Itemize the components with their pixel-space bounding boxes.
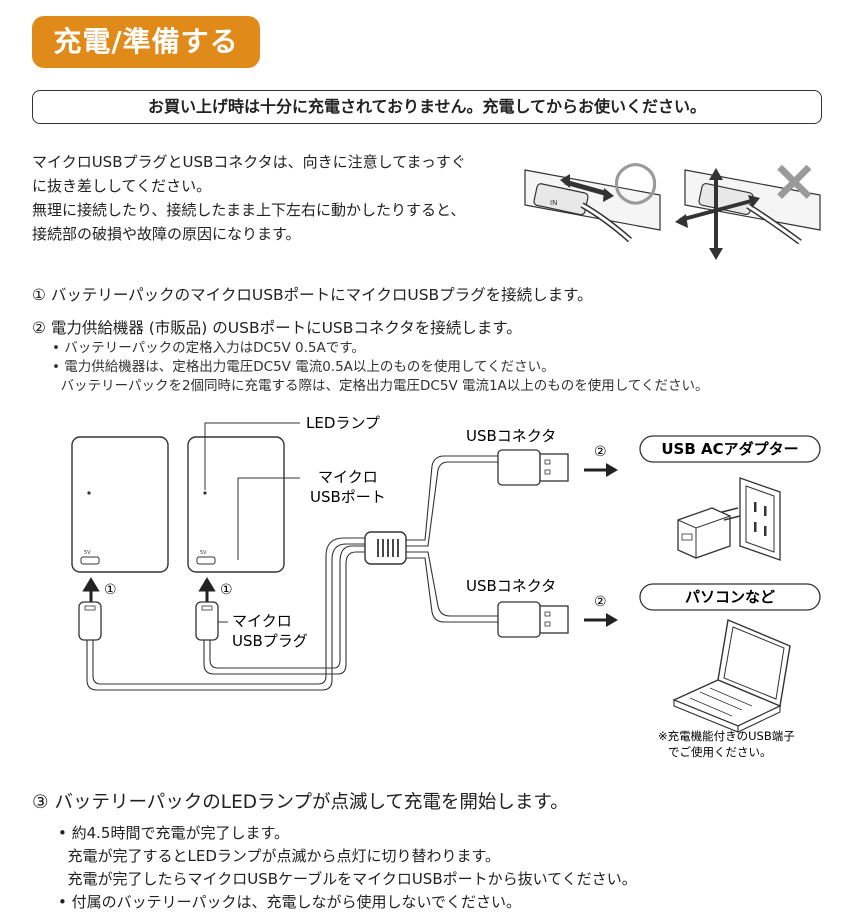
caution-text: マイクロUSBプラグとUSBコネクタは、向きに注意してまっすぐ に抜き差ししてく… xyxy=(32,150,522,246)
micro-usb-port xyxy=(196,556,216,565)
plug-direction-illustration: IN ○ × xyxy=(524,150,821,260)
step1-mark: ① xyxy=(104,582,117,598)
pc-label-box xyxy=(639,583,821,611)
battery-pack-1 xyxy=(71,436,169,573)
step2-mark: ② xyxy=(594,444,607,460)
ok-mark: ○ xyxy=(612,150,659,211)
ng-example: × xyxy=(675,150,821,260)
four-way-arrow-icon xyxy=(679,175,756,255)
charging-diagram: 5V 5V LEDランプ マイクロ USBポート ① ① マイクロ USBプラグ… xyxy=(71,414,821,759)
led-label: LEDランプ xyxy=(306,414,380,432)
connector-label-bottom: USBコネクタ xyxy=(466,577,556,595)
led-lamp xyxy=(203,491,207,495)
bullet-item: • 付属のバッテリーパックは、充電しながら使用しないでください。 xyxy=(58,893,522,911)
ac-adapter-illustration xyxy=(677,477,781,561)
ng-mark: × xyxy=(770,150,819,214)
caution-line: マイクロUSBプラグとUSBコネクタは、向きに注意してまっすぐ xyxy=(32,153,466,171)
connector-label-top: USBコネクタ xyxy=(466,427,556,445)
caution-line: に抜き差ししてください。 xyxy=(32,177,212,195)
led-lamp xyxy=(87,491,91,495)
step2-mark: ② xyxy=(594,594,607,610)
plug-label: IN xyxy=(550,199,557,207)
port-label-1: マイクロ xyxy=(318,468,378,486)
step-3: ③ バッテリーパックのLEDランプが点滅して充電を開始します。 xyxy=(32,792,569,813)
cable-junction xyxy=(364,531,407,565)
pc-label: パソコンなど xyxy=(685,588,775,606)
adapter-label: USB ACアダプター xyxy=(661,440,798,458)
note-line-2: でご使用ください。 xyxy=(668,745,772,759)
bullet-item: • バッテリーパックの定格入力はDC5V 0.5Aです。 xyxy=(52,340,365,356)
adapter-label-box xyxy=(639,435,821,463)
caution-line: 無理に接続したり、接続したまま上下左右に動かしたりすると、 xyxy=(32,201,466,219)
plug-label-1: マイクロ xyxy=(232,612,292,630)
step-2: ② 電力供給機器 (市販品) のUSBポートにUSBコネクタを接続します。 xyxy=(32,319,522,337)
bullet-item: • 約4.5時間で充電が完了します。 xyxy=(58,824,289,842)
port-marking: 5V xyxy=(84,550,91,556)
usb-cable xyxy=(86,455,498,691)
step1-mark: ① xyxy=(220,582,233,598)
port-label-2: USBポート xyxy=(310,488,386,506)
laptop-illustration xyxy=(672,619,791,733)
caution-line: 接続部の破損や故障の原因になります。 xyxy=(32,225,301,243)
ok-example: IN ○ xyxy=(524,150,661,243)
usb-connector-top xyxy=(497,449,541,486)
notice-box: お買い上げ時は十分に充電されておりません。充電してからお使いください。 xyxy=(32,90,822,124)
arrow-up-icon xyxy=(82,577,100,602)
micro-usb-plug-2 xyxy=(195,601,219,641)
battery-pack-2 xyxy=(187,436,285,573)
port-marking: 5V xyxy=(200,550,207,556)
bullet-item: バッテリーパックを2個同時に充電する際は、定格出力電圧DC5V 電流1A以上のも… xyxy=(52,378,709,394)
step-1: ① バッテリーパックのマイクロUSBポートにマイクロUSBプラグを接続します。 xyxy=(32,286,593,304)
leader-line-port xyxy=(237,477,300,560)
bullet-item: 充電が完了したらマイクロUSBケーブルをマイクロUSBポートから抜いてください。 xyxy=(58,870,637,888)
page-title: 充電/準備する xyxy=(32,16,260,68)
micro-usb-plug-1 xyxy=(78,601,102,641)
step-2-bullets: • バッテリーパックの定格入力はDC5V 0.5Aです。 • 電力供給機器は、定… xyxy=(52,339,709,396)
leader-line-led xyxy=(204,422,300,490)
bullet-item: 充電が完了するとLEDランプが点滅から点灯に切り替わります。 xyxy=(58,847,500,865)
arrow-up-icon xyxy=(198,577,216,602)
step-3-bullets: • 約4.5時間で充電が完了します。 充電が完了するとLEDランプが点滅から点灯… xyxy=(58,822,637,914)
usb-connector-bottom xyxy=(497,601,541,638)
micro-usb-port xyxy=(80,556,100,565)
plug-label-2: USBプラグ xyxy=(232,632,308,650)
bullet-item: • 電力供給機器は、定格出力電圧DC5V 電流0.5A以上のものを使用してくださ… xyxy=(52,359,555,375)
note-line-1: ※充電機能付きのUSB端子 xyxy=(658,729,795,743)
